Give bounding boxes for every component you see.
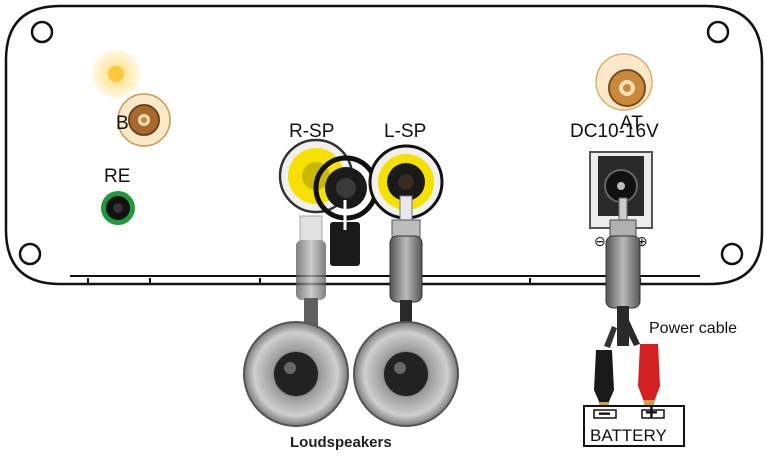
label-r-sp: R-SP (289, 121, 335, 142)
speaker-right (353, 321, 459, 427)
r-sp-jack (278, 138, 379, 266)
label-power-cable: Power cable (649, 320, 738, 337)
b-port (92, 50, 171, 147)
svg-text:⊖: ⊖ (594, 233, 606, 249)
l-sp-plug (389, 195, 423, 338)
speaker-left (243, 321, 349, 427)
l-sp-jack (368, 144, 444, 220)
svg-text:⊕: ⊕ (636, 233, 648, 249)
label-at: AT (620, 113, 643, 134)
label-b: B (116, 113, 129, 134)
label-loudspeakers: Loudspeakers (290, 434, 392, 451)
screw-hole-bottom-right (720, 242, 744, 266)
label-re: RE (104, 166, 131, 187)
screw-hole-top-right (706, 20, 730, 44)
device-panel (4, 4, 764, 286)
r-sp-plug (296, 215, 326, 338)
re-port (101, 191, 135, 225)
label-l-sp: L-SP (384, 121, 427, 142)
label-battery-plus: + (645, 400, 658, 425)
dc-plug (605, 197, 641, 346)
label-dc: DC10-16V (570, 121, 659, 142)
battery-box (583, 405, 685, 447)
screw-hole-top-left (30, 20, 54, 44)
label-battery-minus: − (598, 401, 611, 426)
screw-hole-bottom-left (18, 242, 42, 266)
label-battery: BATTERY (590, 426, 667, 445)
black-clip (594, 326, 617, 412)
at-port (595, 53, 653, 111)
